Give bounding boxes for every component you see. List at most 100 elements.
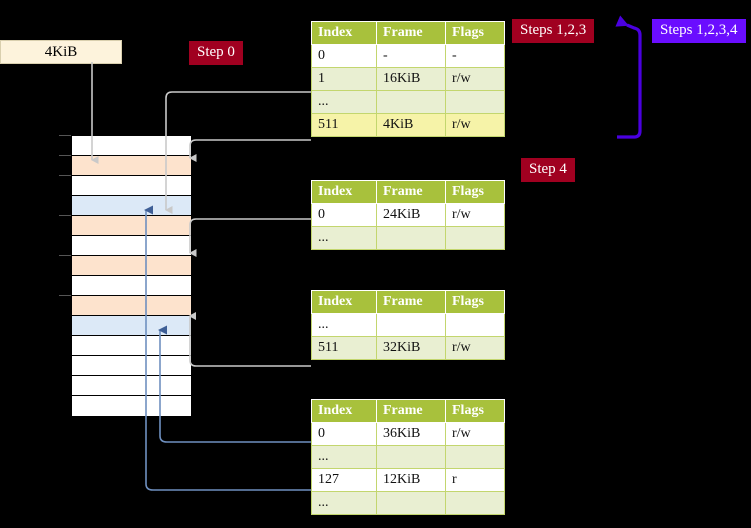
table-cell: ... (311, 90, 377, 114)
memory-frame-row (72, 336, 191, 356)
table-cell: ... (311, 226, 377, 250)
memory-tick-mark (59, 255, 71, 256)
table-cell: 36KiB (376, 422, 446, 446)
column-header-index: Index (311, 290, 377, 314)
steps123-badge: Steps 1,2,3 (512, 19, 595, 43)
memory-frame-row (72, 356, 191, 376)
table-cell (445, 491, 505, 515)
table-cell (445, 313, 505, 337)
table-cell: 32KiB (376, 336, 446, 360)
table-cell (445, 226, 505, 250)
table-row: ... (311, 90, 505, 114)
frame-size-box: 4KiB (0, 40, 122, 64)
table-cell: 511 (311, 336, 377, 360)
table-row: ... (311, 491, 505, 515)
frame-size-label: 4KiB (44, 43, 78, 60)
table-cell: r/w (445, 336, 505, 360)
memory-frame-row (72, 216, 191, 236)
table-cell (445, 90, 505, 114)
memory-frame-row (72, 196, 191, 216)
table-cell: 16KiB (376, 67, 446, 91)
steps1234-badge: Steps 1,2,3,4 (652, 19, 746, 43)
column-header-index: Index (311, 399, 377, 423)
memory-tick-mark (59, 215, 71, 216)
memory-frame-row (72, 176, 191, 196)
memory-frame-row (72, 276, 191, 296)
memory-frame-row (72, 396, 191, 416)
memory-frame-row (72, 136, 191, 156)
table-cell: ... (311, 313, 377, 337)
column-header-index: Index (311, 180, 377, 204)
table-cell: r/w (445, 113, 505, 137)
connector-pml4-511-to-memory (189, 139, 311, 162)
column-header-flags: Flags (445, 399, 505, 423)
step4-badge: Step 4 (521, 158, 575, 182)
steps123-label: Steps 1,2,3 (520, 22, 587, 38)
step0-label: Step 0 (197, 44, 235, 60)
table-cell: 0 (311, 44, 377, 68)
memory-frame-row (72, 316, 191, 336)
table-cell: ... (311, 445, 377, 469)
table-row: ... (311, 313, 505, 337)
table-cell (376, 90, 446, 114)
memory-tick-mark (59, 155, 71, 156)
table-row: ... (311, 226, 505, 250)
column-header-flags: Flags (445, 290, 505, 314)
table-cell: 0 (311, 422, 377, 446)
memory-frame-row (72, 256, 191, 276)
memory-frame-row (72, 296, 191, 316)
step4-label: Step 4 (529, 161, 567, 177)
column-header-index: Index (311, 21, 377, 45)
table-cell: 1 (311, 67, 377, 91)
table-cell: - (376, 44, 446, 68)
table-cell: 12KiB (376, 468, 446, 492)
table-cell: r (445, 468, 505, 492)
table-row: 0-- (311, 44, 505, 68)
table-cell (376, 445, 446, 469)
table-cell: 24KiB (376, 203, 446, 227)
table-cell: ... (311, 491, 377, 515)
memory-tick-mark (59, 135, 71, 136)
memory-frame-row (72, 236, 191, 256)
table-cell: - (445, 44, 505, 68)
column-header-frame: Frame (376, 290, 446, 314)
table-cell (376, 313, 446, 337)
step0-badge: Step 0 (189, 41, 243, 65)
table-cell: r/w (445, 203, 505, 227)
connector-pd-511-to-memory (188, 312, 311, 367)
column-header-flags: Flags (445, 21, 505, 45)
table-cell (376, 226, 446, 250)
table-cell: 0 (311, 203, 377, 227)
table-cell: 127 (311, 468, 377, 492)
column-header-flags: Flags (445, 180, 505, 204)
steps1234-label: Steps 1,2,3,4 (660, 22, 738, 38)
memory-tick-mark (59, 175, 71, 176)
table-row: ... (311, 445, 505, 469)
memory-frame-row (72, 156, 191, 176)
table-cell: r/w (445, 67, 505, 91)
connector-steps-loop-arrow (615, 15, 642, 139)
memory-frame-row (72, 376, 191, 396)
column-header-frame: Frame (376, 180, 446, 204)
table-cell (376, 491, 446, 515)
table-cell (445, 445, 505, 469)
table-cell: r/w (445, 422, 505, 446)
table-cell: 511 (311, 113, 377, 137)
physical-memory-column (71, 135, 191, 416)
table-cell: 4KiB (376, 113, 446, 137)
connector-pdp-0-to-memory (189, 218, 311, 257)
column-header-frame: Frame (376, 21, 446, 45)
